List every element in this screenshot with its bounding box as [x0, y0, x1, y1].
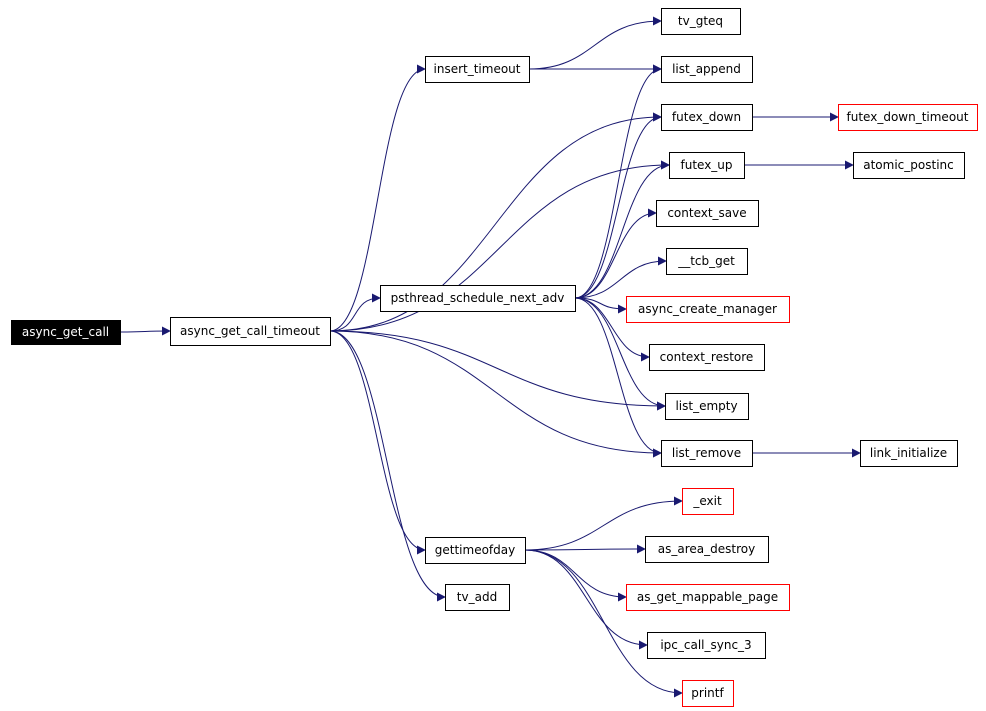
node-list_remove[interactable]: list_remove: [661, 440, 753, 467]
node-as_get_mappable_page[interactable]: as_get_mappable_page: [626, 584, 790, 611]
edge-async_get_call_timeout-to-insert_timeout: [329, 64, 426, 332]
node-list_append[interactable]: list_append: [661, 56, 753, 83]
node-label: futex_up: [680, 158, 732, 172]
node-label: tv_add: [457, 590, 497, 604]
node-box: [170, 317, 331, 346]
node-box: [661, 56, 753, 83]
node-box: [649, 344, 765, 371]
node-link_initialize[interactable]: link_initialize: [860, 440, 958, 467]
node-box: [11, 320, 121, 345]
node-label: list_append: [672, 62, 741, 76]
node-label: as_get_mappable_page: [637, 590, 778, 604]
node-box: [666, 248, 748, 275]
node-label: link_initialize: [870, 446, 947, 460]
node-label: printf: [691, 686, 724, 700]
node-box: [682, 680, 734, 707]
node-label: async_create_manager: [638, 302, 777, 316]
edge-async_get_call_timeout-to-list_remove: [329, 330, 662, 458]
edge-insert_timeout-to-tv_gteq: [528, 16, 662, 70]
node-gettimeofday[interactable]: gettimeofday: [425, 537, 526, 564]
node-box: [380, 285, 576, 312]
node-box: [647, 632, 766, 659]
node-box: [661, 440, 753, 467]
node-label: atomic_postinc: [863, 158, 953, 172]
node-label: async_get_call_timeout: [180, 324, 320, 338]
node-async_create_manager[interactable]: async_create_manager: [626, 296, 790, 323]
node-label: futex_down_timeout: [847, 110, 969, 124]
node-box: [626, 296, 790, 323]
node-label: async_get_call: [22, 325, 109, 339]
edge-psthread_schedule_next_adv-to-async_create_manager: [574, 297, 627, 314]
node-box: [656, 200, 759, 227]
edge-gettimeofday-to-printf: [524, 549, 683, 698]
node-async_get_call[interactable]: async_get_call: [11, 320, 121, 345]
node-tv_add[interactable]: tv_add: [445, 584, 510, 611]
edge-psthread_schedule_next_adv-to-list_remove: [574, 297, 662, 458]
node-box: [425, 537, 526, 564]
node-box: [838, 104, 978, 131]
node-printf[interactable]: printf: [682, 680, 734, 707]
node-atomic_postinc[interactable]: atomic_postinc: [853, 152, 965, 179]
node-label: as_area_destroy: [658, 542, 755, 556]
node-label: __tcb_get: [677, 254, 735, 268]
edge-async_get_call_timeout-to-psthread_schedule_next_adv: [329, 293, 381, 332]
edge-async_get_call_timeout-to-list_empty: [329, 330, 666, 411]
node-box: [860, 440, 958, 467]
node-tv_gteq[interactable]: tv_gteq: [661, 8, 741, 35]
edge-async_get_call-to-async_get_call_timeout: [119, 326, 171, 336]
nodes: async_get_call async_get_call_timeout inse…: [11, 8, 978, 707]
node-context_restore[interactable]: context_restore: [649, 344, 765, 371]
node-label: ipc_call_sync_3: [660, 638, 751, 652]
node-label: context_restore: [660, 350, 754, 364]
node-list_empty[interactable]: list_empty: [665, 393, 749, 420]
edge-async_get_call_timeout-to-futex_down: [329, 112, 662, 332]
edge-psthread_schedule_next_adv-to-list_empty: [574, 297, 666, 411]
node-ipc_call_sync_3[interactable]: ipc_call_sync_3: [647, 632, 766, 659]
node-label: tv_gteq: [678, 14, 723, 28]
node-futex_down_timeout[interactable]: futex_down_timeout: [838, 104, 978, 131]
node-box: [665, 393, 749, 420]
node-box: [626, 584, 790, 611]
node-box: [425, 56, 530, 83]
node-tcb_get[interactable]: __tcb_get: [666, 248, 748, 275]
node-psthread_schedule_next_adv[interactable]: psthread_schedule_next_adv: [380, 285, 576, 312]
node-box: [645, 536, 769, 563]
node-label: psthread_schedule_next_adv: [391, 291, 565, 305]
node-exit[interactable]: _exit: [682, 488, 734, 515]
edge-gettimeofday-to-as_get_mappable_page: [524, 549, 627, 602]
node-label: gettimeofday: [435, 543, 515, 557]
edges: [119, 16, 861, 698]
node-as_area_destroy[interactable]: as_area_destroy: [645, 536, 769, 563]
node-async_get_call_timeout[interactable]: async_get_call_timeout: [170, 317, 331, 346]
edge-psthread_schedule_next_adv-to-tcb_get: [574, 256, 667, 299]
node-futex_down[interactable]: futex_down: [661, 104, 753, 131]
node-box: [445, 584, 510, 611]
node-context_save[interactable]: context_save: [656, 200, 759, 227]
node-insert_timeout[interactable]: insert_timeout: [425, 56, 530, 83]
edge-gettimeofday-to-as_area_destroy: [524, 544, 646, 554]
node-label: _exit: [692, 494, 722, 508]
edge-async_get_call_timeout-to-tv_add: [329, 330, 446, 602]
node-futex_up[interactable]: futex_up: [669, 152, 745, 179]
edge-psthread_schedule_next_adv-to-futex_down: [574, 112, 662, 299]
node-box: [669, 152, 745, 179]
node-label: insert_timeout: [434, 62, 521, 76]
node-box: [682, 488, 734, 515]
edge-psthread_schedule_next_adv-to-list_append: [574, 64, 662, 299]
node-label: futex_down: [672, 110, 741, 124]
edge-gettimeofday-to-ipc_call_sync_3: [524, 549, 648, 650]
node-label: list_remove: [672, 446, 741, 460]
node-box: [853, 152, 965, 179]
edge-async_get_call_timeout-to-gettimeofday: [329, 330, 426, 555]
node-box: [661, 8, 741, 35]
edge-async_get_call_timeout-to-futex_up: [329, 160, 670, 332]
node-label: list_empty: [675, 399, 737, 413]
edge-psthread_schedule_next_adv-to-context_save: [574, 208, 657, 299]
edge-gettimeofday-to-exit: [524, 496, 683, 551]
node-box: [661, 104, 753, 131]
node-label: context_save: [667, 206, 746, 220]
